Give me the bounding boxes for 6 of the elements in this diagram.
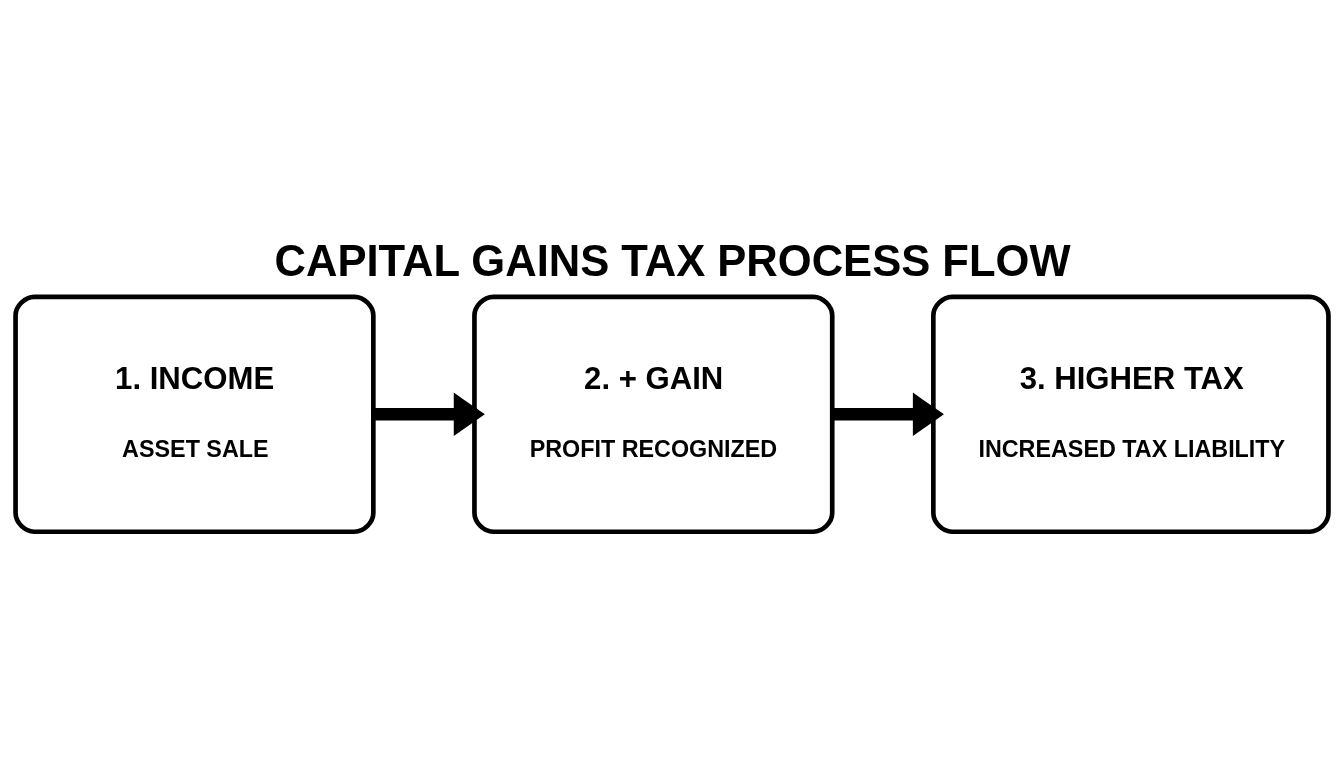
diagram-title: CAPITAL GAINS TAX PROCESS FLOW [274, 236, 1071, 285]
node-box: 2. + GAIN PROFIT RECOGNIZED [472, 294, 835, 535]
node-box: 3. HIGHER TAX INCREASED TAX LIABILITY [931, 294, 1331, 535]
arrow [373, 392, 485, 437]
node-box: 1. INCOME ASSET SALE [13, 294, 376, 535]
arrow [832, 392, 944, 437]
